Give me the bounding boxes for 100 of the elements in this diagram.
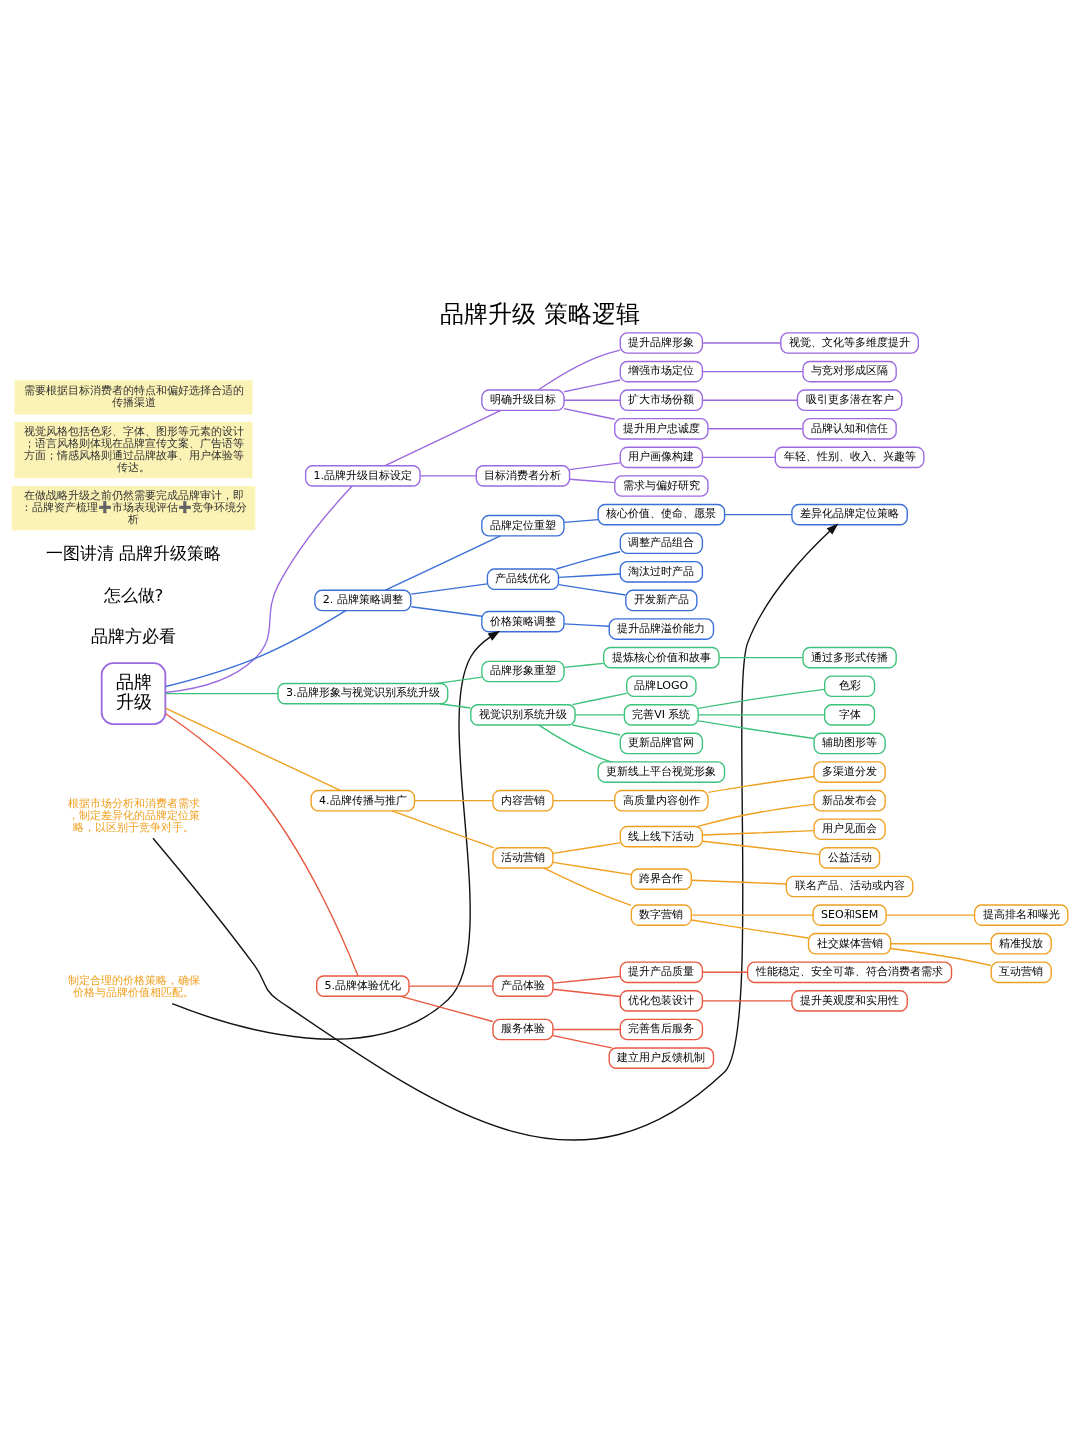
node-box: 数字营销: [630, 904, 693, 926]
connector: [563, 379, 621, 393]
connector: [552, 975, 621, 984]
node-box: 5.品牌体验优化: [316, 975, 410, 997]
connector: [410, 583, 489, 595]
node-box: 差异化品牌定位策略: [791, 503, 908, 526]
node-box: 内容营销: [492, 789, 554, 812]
connector: [400, 995, 494, 1023]
node-box: 1.品牌升级目标设定: [304, 465, 421, 487]
connector: [890, 943, 992, 945]
node-box: 3.品牌形象与视觉识别系统升级: [277, 682, 449, 705]
node-box: 新品发布会: [813, 789, 886, 812]
arrow: [152, 523, 839, 1141]
node-box: 增强市场定位: [619, 360, 704, 383]
connector: [563, 623, 610, 627]
label: 一图讲清 品牌升级策略: [45, 544, 222, 564]
node-box: 年轻、性别、收入、兴趣等: [774, 446, 925, 469]
connector: [697, 720, 815, 740]
connector: [552, 861, 632, 876]
connector: [702, 971, 749, 973]
node-box: 字体: [823, 704, 876, 726]
connector: [707, 775, 815, 794]
label: 品牌方必看: [91, 627, 177, 647]
node-box: 用户画像构建: [619, 446, 704, 469]
node-box: 互动营销: [990, 961, 1052, 984]
node-box: 多渠道分发: [813, 761, 886, 783]
label: 在做战略升级之前仍然需要完成品牌审计，即：品牌资产梳理➕市场表现评估➕竞争环境分析: [20, 489, 247, 527]
connector: [164, 707, 341, 792]
connector: [384, 535, 502, 591]
node-box: 品牌形象重塑: [481, 660, 565, 683]
node-box: 核心价值、使命、愿景: [597, 503, 726, 526]
node-box: 提炼核心价值和故事: [602, 646, 720, 669]
connector: [702, 840, 821, 856]
node-box: 完善VI 系统: [623, 704, 699, 726]
connector: [569, 478, 616, 484]
node-box: 淘汰过时产品: [619, 561, 704, 583]
connector: [702, 1000, 793, 1002]
connector: [557, 583, 627, 596]
connector: [569, 462, 621, 471]
connector: [885, 914, 976, 916]
connector: [690, 879, 787, 885]
node-box: 联名产品、活动或内容: [785, 875, 914, 898]
connector: [384, 409, 502, 467]
connector: [438, 703, 472, 709]
connector: [690, 919, 809, 939]
label: 怎么做?: [103, 585, 164, 605]
node-box: 提升用户忠诚度: [614, 417, 709, 440]
connector: [391, 810, 495, 849]
node-box: 色彩: [823, 675, 876, 698]
connector: [164, 485, 353, 694]
connector: [419, 475, 477, 477]
label: 视觉风格包括色彩、字体、图形等元素的设计；语言风格则体现在品牌宣传文案、广告语等方面；情感风格则通过品牌故事、用户体验等传达。: [23, 424, 244, 474]
connector: [697, 803, 815, 828]
connector: [552, 842, 621, 855]
node-box: 与竞对形成区隔: [802, 360, 897, 383]
node-box: 提升美观度和实用性: [791, 990, 908, 1012]
connector: [890, 947, 992, 967]
node-box: 活动营销: [492, 847, 554, 869]
node-box: 调整产品组合: [619, 532, 704, 555]
node-box: 产品体验: [492, 975, 554, 997]
connector: [563, 399, 621, 401]
connector: [164, 692, 279, 695]
connector: [538, 724, 613, 763]
connector: [552, 1034, 613, 1049]
connector: [702, 370, 804, 373]
node-box: 用户见面会: [813, 818, 886, 841]
connector: [563, 407, 616, 420]
connector: [697, 714, 826, 716]
node-box: 精准投放: [990, 932, 1052, 955]
connector: [723, 513, 793, 516]
connector: [707, 428, 804, 430]
connector: [574, 714, 625, 716]
node-box: 性能稳定、安全可靠、符合消费者需求: [746, 961, 953, 984]
node-box: 吸引更多潜在客户: [796, 389, 903, 412]
connector: [557, 573, 621, 579]
node-box: 品牌LOGO: [626, 675, 697, 698]
node-box: 线上线下活动: [619, 825, 704, 848]
node-box: 完善售后服务: [619, 1018, 704, 1041]
node-box: 提高排名和曝光: [973, 904, 1069, 926]
label: 需要根据目标消费者的特点和偏好选择合适的传播渠道: [23, 384, 244, 410]
node-box: 需求与偏好研究: [614, 475, 709, 497]
node-box: 品牌定位重塑: [481, 514, 565, 537]
node-box: 更新线上平台视觉形象: [597, 761, 726, 783]
connector: [571, 692, 628, 706]
node-box: 提升品牌溢价能力: [608, 618, 715, 640]
connector: [702, 456, 776, 459]
node-box: 开发新产品: [625, 589, 698, 612]
connector: [537, 349, 621, 391]
connector: [414, 799, 494, 802]
node-box: 提升产品质量: [619, 961, 704, 984]
diagram-title: 品牌升级 策略逻辑: [440, 299, 640, 328]
connector: [702, 342, 782, 344]
node-box: 跨界合作: [630, 868, 693, 890]
node-box: SEO和SEM: [812, 904, 887, 926]
node-box: 目标消费者分析: [475, 465, 571, 487]
connector: [563, 519, 599, 524]
connector: [718, 656, 804, 659]
connector: [552, 799, 616, 802]
connector: [410, 606, 483, 617]
node-box: 社交媒体营销: [807, 932, 892, 955]
